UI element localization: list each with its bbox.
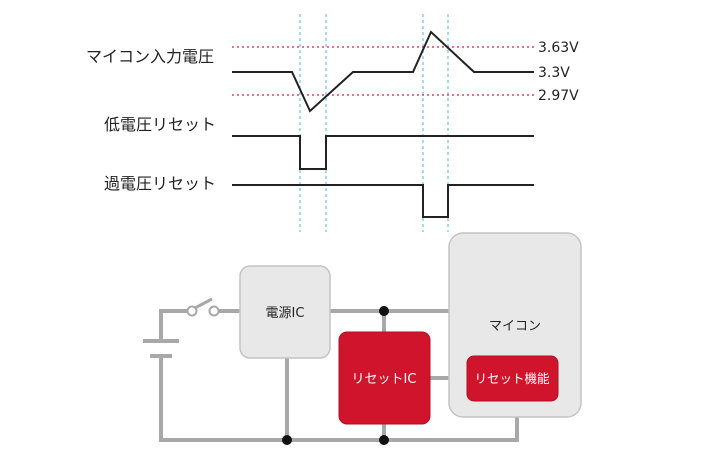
- signal-label-overvoltage-reset: 過電圧リセット: [104, 174, 216, 193]
- threshold-label-lower: 2.97V: [538, 88, 579, 104]
- battery-icon: [143, 339, 179, 358]
- waveform-input-voltage: [232, 30, 534, 113]
- threshold-label-upper: 3.63V: [538, 40, 579, 56]
- junction-dot: [379, 435, 389, 445]
- mcu-reset-function-label: リセット機能: [474, 371, 550, 386]
- mcu-block: マイコン リセット機能: [448, 232, 582, 418]
- threshold-label-nominal: 3.3V: [538, 65, 570, 81]
- mcu-label: マイコン: [489, 319, 541, 334]
- junction-dot: [282, 435, 292, 445]
- wire-battery-to-ground: [159, 354, 519, 442]
- power-ic-label: 電源IC: [266, 306, 305, 321]
- signal-label-input-voltage: マイコン入力電圧: [86, 47, 214, 66]
- reset-ic-block: リセットIC: [338, 331, 431, 425]
- switch-icon: [186, 297, 220, 317]
- reset-ic-label: リセットIC: [352, 372, 417, 387]
- junction-dot: [379, 306, 389, 316]
- wire-battery-to-switch: [159, 309, 190, 343]
- mcu-reset-function-block: [466, 355, 559, 402]
- power-ic-block: 電源IC: [239, 265, 331, 359]
- waveform-undervoltage-reset: [232, 135, 534, 170]
- waveform-overvoltage-reset: [232, 184, 534, 218]
- signal-label-undervoltage-reset: 低電圧リセット: [104, 115, 216, 134]
